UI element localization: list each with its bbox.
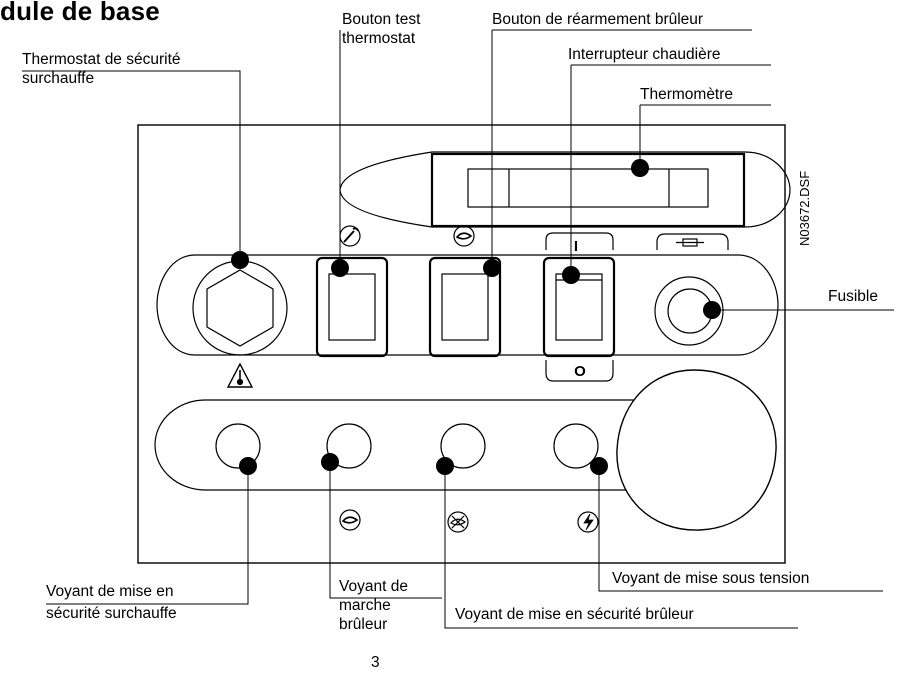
switch-on-mark: I — [574, 238, 578, 255]
leader-power-lamp — [598, 466, 883, 592]
dot-fuse — [703, 301, 721, 319]
label-boiler-switch: Interrupteur chaudière — [568, 46, 721, 63]
label-reset-button: Bouton de réarmement brûleur — [492, 11, 704, 28]
fuse-frame — [656, 233, 729, 250]
power-lightning-icon — [577, 511, 599, 533]
fuse-holder-outer — [654, 276, 724, 346]
leader-boiler-switch — [570, 64, 771, 275]
reset-button-bezel — [428, 256, 502, 358]
dot-thermometer — [631, 159, 649, 177]
page-number: 3 — [371, 654, 380, 671]
leader-overheat-lamp — [46, 466, 249, 605]
panel-frame — [137, 124, 786, 564]
burner-run-icon — [339, 509, 361, 531]
page-title: dule de base — [0, 0, 160, 26]
controls-band — [156, 254, 779, 356]
test-button-bezel — [315, 256, 389, 358]
lamps-band — [154, 399, 641, 491]
test-button — [328, 273, 376, 341]
leader-safety-thermostat — [22, 70, 241, 260]
thermometer-window-outer — [430, 152, 746, 228]
label-burner-run-lamp: Voyant de marche brûleur — [339, 578, 408, 633]
warning-thermometer-icon — [226, 362, 254, 388]
boiler-switch — [555, 273, 603, 341]
label-power-lamp: Voyant de mise sous tension — [612, 570, 810, 587]
dot-burner-safety-lamp — [436, 457, 454, 475]
label-burner-safety-lamp: Voyant de mise en sécurité brûleur — [455, 606, 694, 623]
dot-safety-thermostat — [231, 251, 249, 269]
label-test-button: Bouton test thermostat — [342, 11, 421, 47]
leader-reset-button — [491, 29, 752, 268]
reset-button — [441, 273, 489, 341]
leader-burner-safety-lamp — [444, 466, 798, 629]
dot-reset-button — [483, 259, 501, 277]
burner-run-lamp — [326, 423, 372, 469]
label-fuse: Fusible — [828, 288, 878, 305]
burner-safety-lamp — [440, 423, 486, 469]
dot-burner-run-lamp — [321, 453, 339, 471]
burner-flame-icon — [453, 225, 475, 247]
switch-off-mark: O — [574, 363, 586, 380]
leader-burner-run-lamp — [329, 462, 442, 599]
dot-overheat-lamp — [239, 457, 257, 475]
wrench-icon — [339, 225, 361, 247]
figure-reference: N03672.DSF — [797, 171, 812, 246]
label-safety-thermostat: Thermostat de sécurité surchauffe — [22, 51, 181, 87]
switch-surround — [545, 232, 614, 382]
boiler-switch-bezel — [542, 256, 616, 358]
label-thermometer: Thermomètre — [640, 86, 734, 103]
leader-thermometer — [639, 104, 771, 168]
thermometer-housing — [339, 151, 791, 228]
burner-fault-icon — [447, 511, 469, 533]
dot-test-button — [331, 259, 349, 277]
thermometer-window — [467, 168, 709, 208]
large-dial — [616, 369, 777, 531]
dot-boiler-switch — [562, 266, 580, 284]
power-lamp — [553, 423, 599, 469]
label-overheat-lamp: Voyant de mise en sécurité surchauffe — [46, 583, 177, 622]
overheat-lamp — [215, 423, 261, 469]
fuse-icon — [676, 238, 704, 247]
thermostat-hex — [206, 269, 274, 347]
dot-power-lamp — [590, 457, 608, 475]
